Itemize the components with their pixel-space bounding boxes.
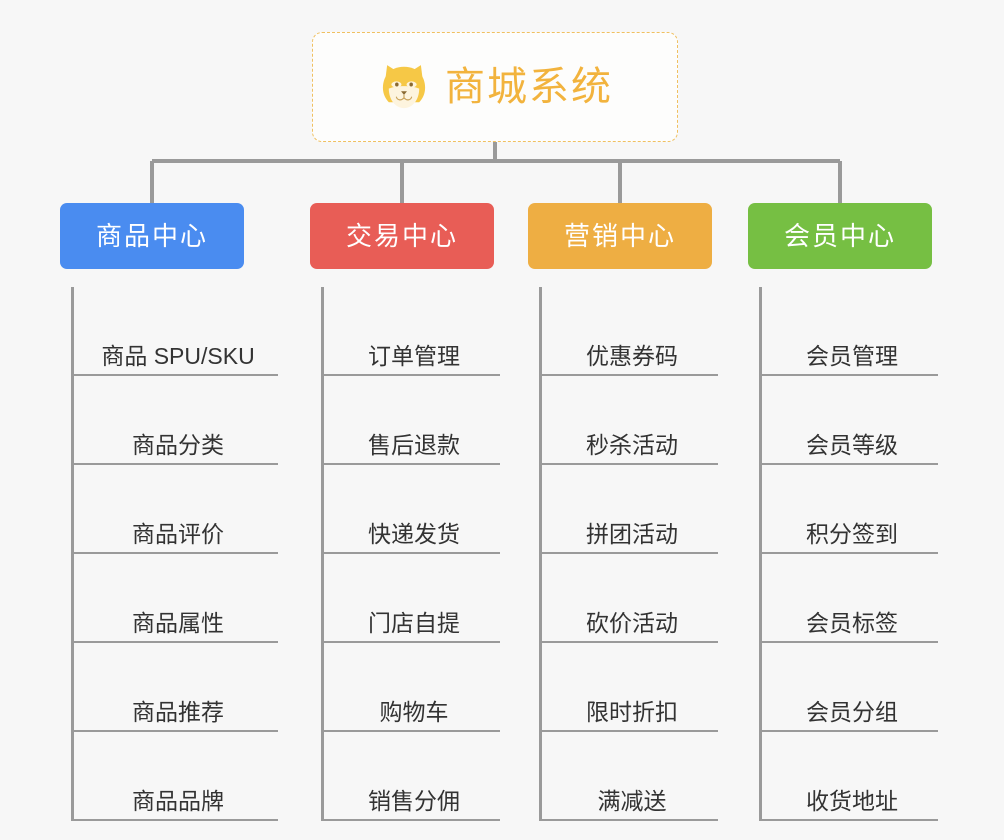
leaf-item[interactable]: 会员管理 (762, 287, 938, 376)
leaf-label: 门店自提 (368, 609, 460, 636)
leaf-label: 收货地址 (806, 787, 898, 814)
leaf-item[interactable]: 收货地址 (762, 732, 938, 821)
leaf-label: 优惠券码 (586, 342, 678, 369)
leaf-item[interactable]: 商品属性 (74, 554, 278, 643)
leaf-label: 秒杀活动 (586, 431, 678, 458)
leaf-label: 商品评价 (132, 520, 224, 547)
category-label: 交易中心 (345, 221, 458, 251)
leaf-label: 商品属性 (132, 609, 224, 636)
leaf-item[interactable]: 商品评价 (74, 465, 278, 554)
leaf-list-member: 会员管理 会员等级 积分签到 会员标签 会员分组 收货地址 (759, 287, 938, 821)
category-label: 营销中心 (563, 221, 676, 251)
leaf-item[interactable]: 砍价活动 (542, 554, 718, 643)
leaf-list-product: 商品 SPU/SKU 商品分类 商品评价 商品属性 商品推荐 商品品牌 (71, 287, 278, 821)
category-column-product: 商品中心 商品 SPU/SKU 商品分类 商品评价 商品属性 商品推荐 商品品牌 (60, 203, 280, 821)
category-column-marketing: 营销中心 优惠券码 秒杀活动 拼团活动 砍价活动 限时折扣 满减送 (528, 203, 748, 821)
leaf-list-trade: 订单管理 售后退款 快递发货 门店自提 购物车 销售分佣 (321, 287, 500, 821)
leaf-label: 会员分组 (806, 698, 898, 725)
leaf-item[interactable]: 购物车 (324, 643, 500, 732)
leaf-item[interactable]: 快递发货 (324, 465, 500, 554)
category-column-trade: 交易中心 订单管理 售后退款 快递发货 门店自提 购物车 销售分佣 (310, 203, 530, 821)
leaf-label: 快递发货 (368, 520, 460, 547)
leaf-label: 商品分类 (132, 431, 224, 458)
leaf-label: 拼团活动 (586, 520, 678, 547)
leaf-label: 会员等级 (806, 431, 898, 458)
leaf-item[interactable]: 积分签到 (762, 465, 938, 554)
leaf-item[interactable]: 限时折扣 (542, 643, 718, 732)
root-title: 商城系统 (445, 65, 613, 109)
root-node-shop-system[interactable]: 商城系统 (312, 32, 678, 142)
leaf-item[interactable]: 商品分类 (74, 376, 278, 465)
leaf-label: 积分签到 (806, 520, 898, 547)
leaf-item[interactable]: 优惠券码 (542, 287, 718, 376)
leaf-item[interactable]: 秒杀活动 (542, 376, 718, 465)
leaf-label: 商品品牌 (132, 787, 224, 814)
leaf-item[interactable]: 门店自提 (324, 554, 500, 643)
leaf-list-marketing: 优惠券码 秒杀活动 拼团活动 砍价活动 限时折扣 满减送 (539, 287, 718, 821)
category-column-member: 会员中心 会员管理 会员等级 积分签到 会员标签 会员分组 收货地址 (748, 203, 968, 821)
leaf-label: 会员管理 (806, 342, 898, 369)
leaf-label: 商品 SPU/SKU (101, 342, 255, 369)
leaf-label: 订单管理 (368, 342, 460, 369)
leaf-item[interactable]: 商品推荐 (74, 643, 278, 732)
category-columns: 商品中心 商品 SPU/SKU 商品分类 商品评价 商品属性 商品推荐 商品品牌… (0, 203, 1004, 823)
leaf-label: 会员标签 (806, 609, 898, 636)
leaf-item[interactable]: 售后退款 (324, 376, 500, 465)
category-label: 商品中心 (95, 221, 208, 251)
leaf-label: 砍价活动 (586, 609, 678, 636)
leaf-item[interactable]: 拼团活动 (542, 465, 718, 554)
category-header-product[interactable]: 商品中心 (60, 203, 244, 269)
shiba-dog-face-icon (382, 65, 426, 109)
category-header-trade[interactable]: 交易中心 (310, 203, 494, 269)
leaf-label: 销售分佣 (368, 787, 460, 814)
leaf-label: 满减送 (597, 787, 667, 814)
leaf-label: 商品推荐 (132, 698, 224, 725)
leaf-item[interactable]: 会员分组 (762, 643, 938, 732)
category-label: 会员中心 (783, 221, 896, 251)
leaf-label: 限时折扣 (586, 698, 678, 725)
leaf-item[interactable]: 会员等级 (762, 376, 938, 465)
leaf-item[interactable]: 商品品牌 (74, 732, 278, 821)
leaf-item[interactable]: 会员标签 (762, 554, 938, 643)
category-header-marketing[interactable]: 营销中心 (528, 203, 712, 269)
leaf-label: 购物车 (379, 698, 449, 725)
leaf-item[interactable]: 销售分佣 (324, 732, 500, 821)
leaf-item[interactable]: 满减送 (542, 732, 718, 821)
leaf-item[interactable]: 商品 SPU/SKU (74, 287, 278, 376)
leaf-label: 售后退款 (368, 431, 460, 458)
category-header-member[interactable]: 会员中心 (748, 203, 932, 269)
leaf-item[interactable]: 订单管理 (324, 287, 500, 376)
